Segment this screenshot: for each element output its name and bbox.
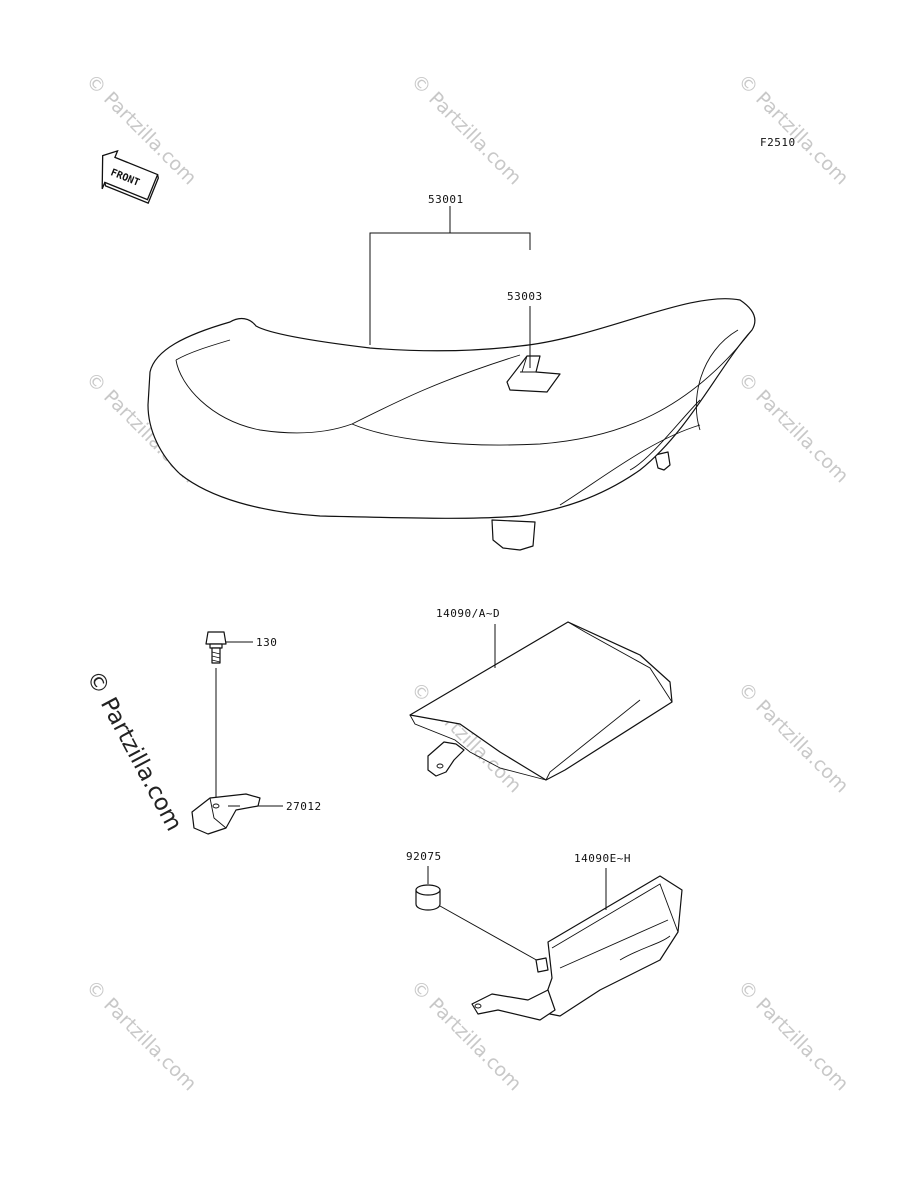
front-arrow-icon: FRONT [101,149,159,204]
watermark: © Partzilla.com [406,976,525,1095]
part-label-130: 130 [256,636,277,649]
bracket [191,793,283,835]
watermark: © Partzilla.com [81,976,200,1095]
watermark: © Partzilla.com [733,976,852,1095]
part-label-14090-a-d: 14090/A~D [436,607,500,620]
part-label-14090e-h: 14090E~H [574,852,631,865]
watermark: © Partzilla.com [406,70,525,189]
part-label-53001: 53001 [428,193,464,206]
watermark-layer: © Partzilla.com © Partzilla.com © Partzi… [81,70,853,1095]
part-label-53003: 53003 [507,290,543,303]
bolt [205,631,253,800]
watermark: © Partzilla.com [733,70,852,189]
watermark: © Partzilla.com [733,368,852,487]
part-label-27012: 27012 [286,800,322,813]
part-label-92075: 92075 [406,850,442,863]
grommet [415,866,541,963]
seat-cowl [409,621,673,781]
seat-leaders [369,206,531,368]
diagram-code: F2510 [760,136,796,149]
watermark-vertical: © Partzilla.com [81,667,187,836]
watermark: © Partzilla.com [733,678,852,797]
seat-assembly [147,298,756,551]
side-cover [471,868,683,1021]
